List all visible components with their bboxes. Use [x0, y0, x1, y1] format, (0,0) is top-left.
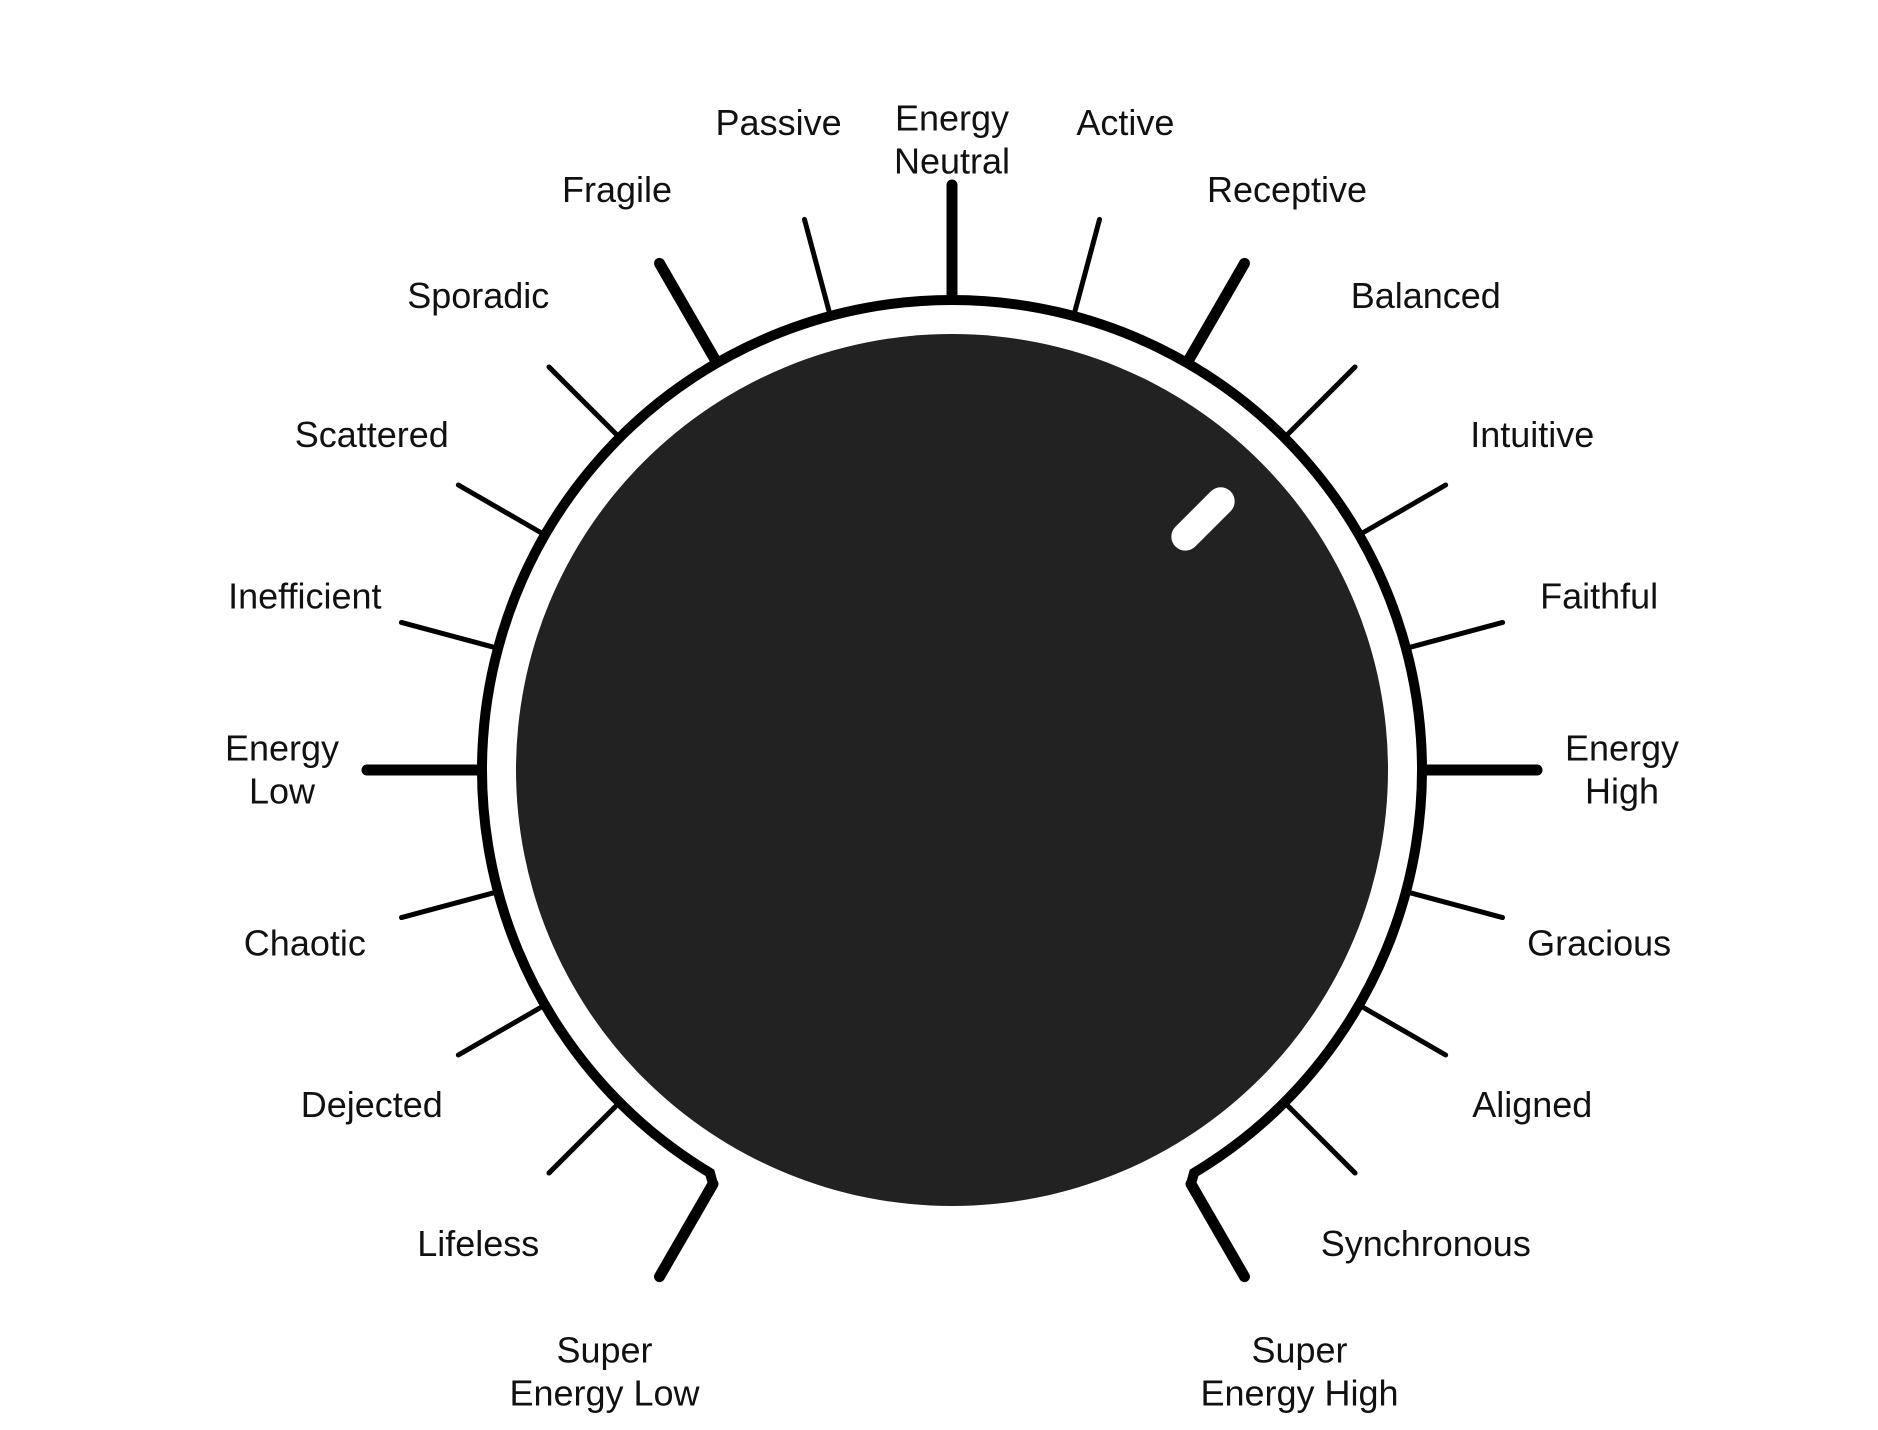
label-synchronous: Synchronous [1321, 1223, 1531, 1264]
label-line: Fragile [562, 169, 672, 210]
label-line: Super [556, 1329, 652, 1370]
label-scattered: Scattered [295, 414, 449, 455]
label-sporadic: Sporadic [407, 275, 549, 316]
tick-inefficient [398, 619, 496, 650]
tick-sporadic [546, 364, 619, 437]
label-line: Energy [895, 98, 1009, 139]
label-line: Super [1251, 1329, 1347, 1370]
label-intuitive: Intuitive [1470, 414, 1594, 455]
label-balanced: Balanced [1351, 275, 1501, 316]
label-line: Synchronous [1321, 1223, 1531, 1264]
label-line: Faithful [1540, 576, 1658, 617]
tick-synchronous [1285, 1103, 1358, 1176]
label-fragile: Fragile [562, 169, 672, 210]
tick-gracious [1408, 890, 1506, 921]
label-line: Aligned [1472, 1084, 1592, 1125]
dial-pointer-indicator [1171, 487, 1235, 551]
label-line: Low [249, 771, 316, 812]
tick-super-energy-high [1185, 1178, 1250, 1283]
label-chaotic: Chaotic [244, 922, 366, 963]
label-line: Balanced [1351, 275, 1501, 316]
tick-scattered [455, 482, 544, 535]
label-line: Lifeless [417, 1223, 539, 1264]
label-line: Dejected [301, 1084, 443, 1125]
label-passive: Passive [716, 102, 842, 143]
label-line: Energy [225, 728, 339, 769]
label-line: Energy [1565, 728, 1679, 769]
tick-intuitive [1360, 482, 1449, 535]
dial-outer-ring [477, 295, 1427, 1186]
dial-knob[interactable] [516, 334, 1388, 1206]
label-line: Energy High [1200, 1372, 1398, 1413]
label-inefficient: Inefficient [228, 576, 381, 617]
label-gracious: Gracious [1527, 922, 1671, 963]
label-line: Neutral [894, 141, 1010, 182]
tick-aligned [1360, 1005, 1449, 1058]
label-line: Energy Low [509, 1372, 700, 1413]
label-line: Active [1076, 102, 1174, 143]
label-line: High [1585, 771, 1659, 812]
tick-fragile [654, 257, 720, 365]
tick-lifeless [546, 1103, 619, 1176]
label-line: Passive [716, 102, 842, 143]
label-active: Active [1076, 102, 1174, 143]
label-lifeless: Lifeless [417, 1223, 539, 1264]
tick-super-energy-low [654, 1178, 719, 1283]
label-line: Intuitive [1470, 414, 1594, 455]
label-line: Gracious [1527, 922, 1671, 963]
tick-dejected [455, 1005, 544, 1058]
dial-ticks [361, 179, 1543, 1283]
label-faithful: Faithful [1540, 576, 1658, 617]
label-line: Chaotic [244, 922, 366, 963]
label-receptive: Receptive [1207, 169, 1367, 210]
label-aligned: Aligned [1472, 1084, 1592, 1125]
tick-chaotic [398, 890, 496, 921]
tick-active [1072, 216, 1103, 314]
label-line: Inefficient [228, 576, 381, 617]
tick-passive [801, 216, 832, 314]
tick-receptive [1184, 257, 1250, 365]
label-dejected: Dejected [301, 1084, 443, 1125]
tick-faithful [1408, 619, 1506, 650]
label-line: Receptive [1207, 169, 1367, 210]
label-line: Sporadic [407, 275, 549, 316]
tick-balanced [1285, 364, 1358, 437]
label-line: Scattered [295, 414, 449, 455]
